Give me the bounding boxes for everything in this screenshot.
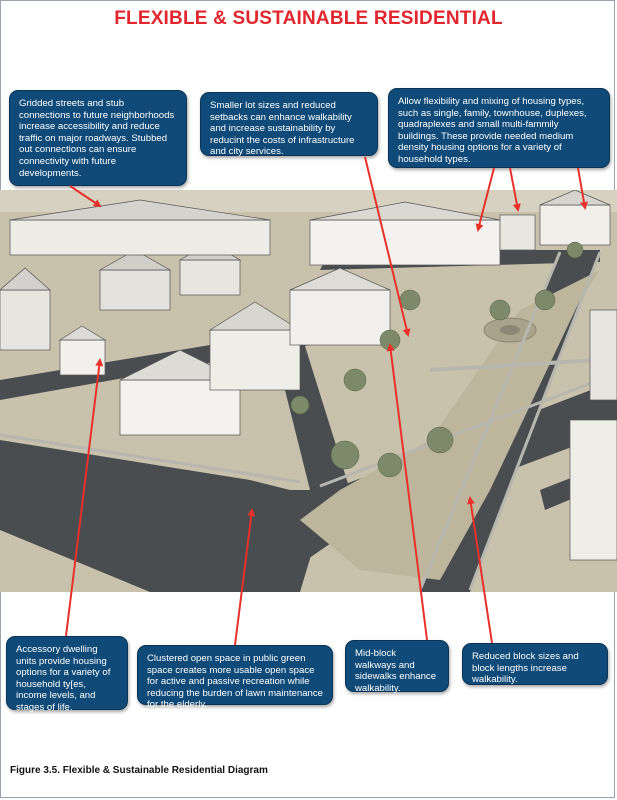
sidewalk-1 [0, 433, 301, 484]
main-road [0, 380, 617, 592]
callout-clustered-open-space: Clustered open space in public green spa… [137, 645, 333, 710]
mid-block-walkway [429, 358, 601, 372]
neighborhood-illustration [0, 190, 617, 592]
sidewalk-3 [418, 251, 562, 591]
sidewalk-2 [319, 374, 611, 488]
callout-gridded-streets: Gridded streets and stub connections to … [9, 90, 187, 186]
green-space [300, 270, 600, 580]
page-title: FLEXIBLE & SUSTAINABLE RESIDENTIAL [114, 8, 503, 29]
callout-reduced-block-sizes: Reduced block sizes and block lengths in… [462, 643, 608, 685]
callout-accessory-dwelling: Accessory dwelling units provide housing… [6, 636, 128, 713]
left-houses [0, 199, 391, 436]
neighborhood-render [0, 190, 617, 592]
roundabout-center [500, 325, 520, 335]
callout-mid-block-walkways: Mid-block walkways and sidewalks enhance… [345, 640, 449, 694]
right-buildings [569, 309, 617, 561]
figure-caption: Figure 3.5. Flexible & Sustainable Resid… [10, 765, 268, 776]
callout-housing-mix: Allow flexibility and mixing of housing … [388, 88, 610, 168]
lower-road [150, 490, 330, 592]
callout-smaller-lots: Smaller lot sizes and reduced setbacks c… [200, 92, 378, 157]
